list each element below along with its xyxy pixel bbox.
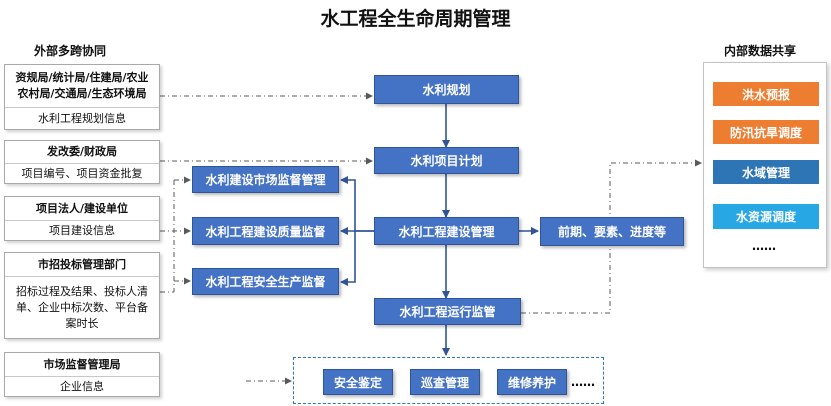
external-box-bidding-body-3: 案时长 xyxy=(65,317,99,330)
water-resource-dispatch-box: 水资源调度 xyxy=(713,204,819,229)
arrow-construction-to-safety xyxy=(340,231,356,286)
external-box-legal-entity-head: 项目法人/建设单位 xyxy=(35,201,129,215)
external-box-planning-body: 水利工程规划信息 xyxy=(38,112,126,125)
planning-box: 水利规划 xyxy=(374,75,519,104)
page-title: 水工程全生命周期管理 xyxy=(320,8,511,30)
external-box-planning: 资规局/统计局/住建局/农业 农村局/交通局/生态环境局 水利工程规划信息 xyxy=(4,64,160,130)
project-plan-box: 水利项目计划 xyxy=(374,147,519,174)
external-box-planning-head-1: 资规局/统计局/住建局/农业 xyxy=(15,71,149,84)
market-supervision-box: 水利建设市场监督管理 xyxy=(192,166,339,193)
patrol-management-box: 巡查管理 xyxy=(410,369,480,395)
external-box-legal-entity-body: 项目建设信息 xyxy=(49,224,115,237)
quality-supervision-box: 水利工程建设质量监督 xyxy=(192,217,339,245)
external-box-finance-body: 项目编号、项目资金批复 xyxy=(21,167,143,180)
external-box-bidding: 市招投标管理部门 招标过程及结果、投标人清 单、企业中标次数、平台备 案时长 xyxy=(4,252,160,339)
external-box-market-regulation: 市场监督管理局 企业信息 xyxy=(4,352,160,397)
details-box: 前期、要素、进度等 xyxy=(540,217,684,246)
external-box-bidding-body-2: 单、企业中标次数、平台备 xyxy=(16,301,148,314)
external-label: 外部多跨协同 xyxy=(34,44,107,58)
maintenance-box: 维修养护 xyxy=(497,369,567,395)
internal-label: 内部数据共享 xyxy=(724,44,797,58)
water-area-management-box: 水域管理 xyxy=(713,160,819,184)
flood-drought-dispatch-box: 防汛抗旱调度 xyxy=(713,120,819,144)
external-box-legal-entity: 项目法人/建设单位 项目建设信息 xyxy=(4,196,160,241)
external-box-bidding-body-1: 招标过程及结果、投标人清 xyxy=(16,285,148,298)
external-box-market-regulation-head: 市场监督管理局 xyxy=(43,357,121,371)
arrow-construction-to-market xyxy=(340,176,374,232)
external-box-finance-head: 发改委/财政局 xyxy=(46,145,118,158)
external-box-planning-head-2: 农村局/交通局/生态环境局 xyxy=(17,87,147,100)
construction-management-box: 水利工程建设管理 xyxy=(374,217,519,245)
internal-ellipsis: …… xyxy=(752,239,776,253)
safety-appraisal-box: 安全鉴定 xyxy=(323,369,393,395)
bottom-ellipsis: …… xyxy=(571,375,595,389)
operation-supervision-box: 水利工程运行监管 xyxy=(374,298,521,325)
external-box-bidding-head: 市招投标管理部门 xyxy=(38,257,126,271)
external-box-finance: 发改委/财政局 项目编号、项目资金批复 xyxy=(4,140,160,184)
flood-forecast-box: 洪水预报 xyxy=(713,82,819,106)
safety-supervision-box: 水利工程安全生产监督 xyxy=(192,268,339,295)
external-box-market-regulation-body: 企业信息 xyxy=(60,380,104,393)
